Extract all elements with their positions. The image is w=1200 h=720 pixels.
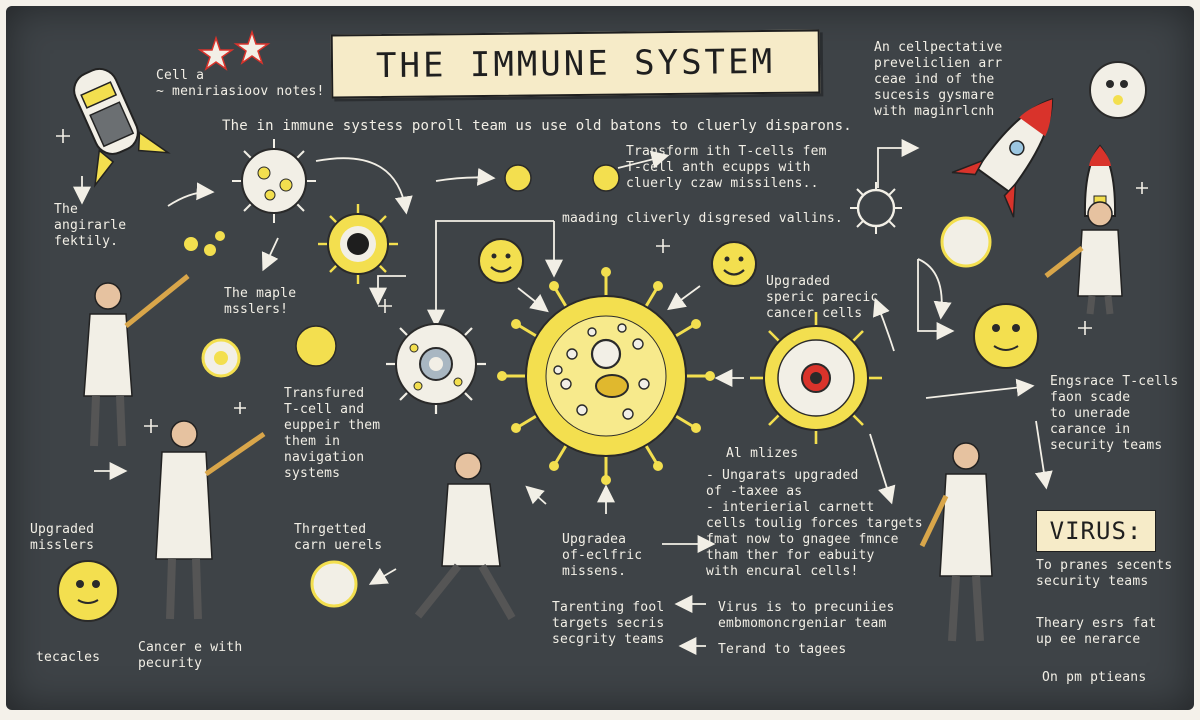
note-masking: maading cliverly disgresed vallins. bbox=[562, 211, 843, 226]
note-upgradea: Upgradea of-eclfric missens. bbox=[562, 532, 643, 579]
note-cancer-with: Cancer e with pecurity bbox=[138, 640, 243, 671]
rocket-icon bbox=[1083, 144, 1117, 217]
note-upgraded-cancer: Upgraded speric parecic cancer cells bbox=[766, 274, 879, 321]
note-terand: Terand to tagees bbox=[718, 642, 847, 657]
note-tecacles: tecacles bbox=[36, 650, 101, 665]
scientist-figure bbox=[919, 442, 993, 642]
plus-marks bbox=[56, 129, 1148, 433]
note-transfered: Transfured T-cell and euppeir them them … bbox=[284, 386, 381, 481]
note-ai-miles: Al mlizes bbox=[726, 446, 799, 461]
note-on-pm: On pm ptieans bbox=[1042, 670, 1147, 685]
note-to-pranes: To pranes secents security teams bbox=[1036, 558, 1173, 589]
note-transform: Transform ith T-cells fem T-cell anth ec… bbox=[626, 144, 827, 191]
smiley-cell-icon bbox=[477, 237, 525, 285]
note-cell: Cell a ~ meniriasioov notes! bbox=[156, 68, 325, 99]
note-intro: The in immune systess poroll team us use… bbox=[222, 118, 852, 134]
note-maple: The maple msslers! bbox=[224, 286, 297, 317]
virus-banner: VIRUS: bbox=[1036, 510, 1156, 552]
t-cell bbox=[386, 314, 486, 414]
chalkboard: THE IMMUNE SYSTEM VIRUS: Cell a ~ meniri… bbox=[6, 6, 1194, 710]
virus-cell bbox=[318, 204, 398, 284]
connector-arrows bbox=[73, 139, 1053, 655]
rocket-icon bbox=[73, 67, 171, 188]
cancer-cell bbox=[750, 312, 882, 444]
rocket-icon bbox=[951, 97, 1054, 218]
scientist-figure bbox=[83, 274, 190, 447]
note-engrace: Engsrace T-cells faon scade to unerade c… bbox=[1050, 374, 1179, 453]
note-left-mid: The angirarle fektily. bbox=[54, 202, 127, 249]
note-tarenting: Tarenting fool targets secris secgrity t… bbox=[552, 600, 665, 647]
note-ungarats: - Ungarats upgraded of -taxee as - inter… bbox=[706, 468, 923, 579]
note-targeted: Thrgetted carn uerels bbox=[294, 522, 383, 553]
empty-cell-icon bbox=[850, 182, 902, 234]
note-virus-precuniies: Virus is to precuniies embmomoncrgeniar … bbox=[718, 600, 895, 631]
t-cell bbox=[232, 139, 316, 223]
note-upgraded-missiles: Upgraded misslers bbox=[30, 522, 95, 553]
page-title: THE IMMUNE SYSTEM bbox=[375, 41, 776, 87]
scientist-figure bbox=[1044, 201, 1123, 315]
virus-face-icon bbox=[57, 61, 1147, 622]
scientist-figure bbox=[155, 420, 266, 620]
title-banner: THE IMMUNE SYSTEM bbox=[330, 29, 821, 99]
virus-label: VIRUS: bbox=[1049, 517, 1143, 545]
note-theary: Theary esrs fat up ee nerarce bbox=[1036, 616, 1157, 647]
star-icon bbox=[197, 29, 271, 71]
scientist-figure bbox=[414, 452, 516, 620]
small-cell-icon bbox=[184, 164, 620, 608]
central-immune-cell bbox=[497, 267, 715, 485]
diagram-canvas bbox=[56, 29, 1148, 655]
note-top-right: An cellpectative preveliclien arr ceae i… bbox=[874, 40, 1003, 119]
smiley-cell-icon bbox=[710, 240, 758, 288]
